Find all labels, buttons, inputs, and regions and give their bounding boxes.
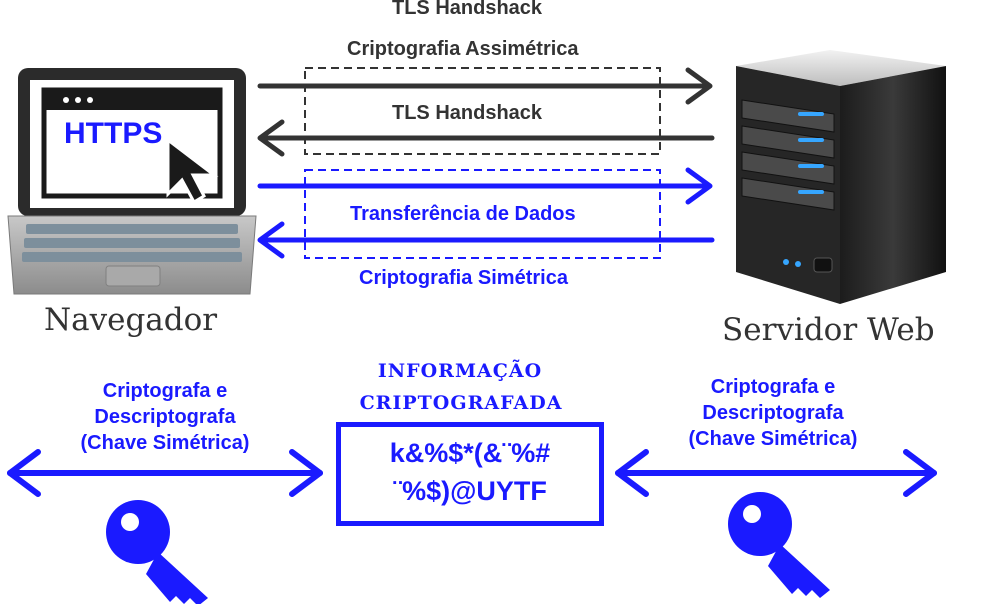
arrow-left-data <box>257 221 715 259</box>
browser-caption: Navegador <box>44 302 218 338</box>
drive-bays <box>741 99 835 211</box>
cursor-icon <box>166 136 219 205</box>
arrow-right-handshake <box>257 67 713 105</box>
left-double-arrow <box>7 449 323 497</box>
ciphertext-line1: k&%$*(&¨%# <box>389 438 551 468</box>
server-led-lights <box>783 112 824 267</box>
asymmetric-dashed-box <box>304 67 661 155</box>
right-key-label-line2: Descriptografa <box>702 402 844 424</box>
server-caption: Servidor Web <box>722 312 935 348</box>
laptop-icon <box>7 68 257 295</box>
left-key-label-line1: Criptografa e <box>102 380 228 402</box>
asymmetric-crypto-label: Criptografia Assimétrica <box>347 38 579 60</box>
symmetric-crypto-label: Criptografia Simétrica <box>359 267 568 289</box>
tls-handshake-label: TLS Handshack <box>392 102 543 124</box>
encrypted-info-title-line1: INFORMAÇÃO <box>377 360 543 382</box>
encrypted-info-title-line2: CRIPTOGRAFADA <box>359 392 563 414</box>
ciphertext-box <box>336 422 604 526</box>
key-icon <box>106 500 208 604</box>
left-key-label-line2: Descriptografa <box>94 406 236 428</box>
left-key-label-line3: (Chave Simétrica) <box>80 432 250 454</box>
right-key-label-line3: (Chave Simétrica) <box>688 428 858 450</box>
arrow-right-data <box>257 167 713 205</box>
server-icon <box>736 50 946 304</box>
https-screen-text: HTTPS <box>64 117 163 150</box>
key-icon <box>728 492 830 598</box>
right-double-arrow <box>615 449 937 497</box>
keyboard <box>22 224 242 262</box>
data-transfer-label: Transferência de Dados <box>350 203 576 225</box>
arrow-left-handshake <box>257 119 715 157</box>
right-key-label-line1: Criptografa e <box>710 376 836 398</box>
ciphertext-line2: ¨%$)@UYTF <box>393 476 547 506</box>
tls-handshake-title: TLS Handshack <box>392 0 543 19</box>
